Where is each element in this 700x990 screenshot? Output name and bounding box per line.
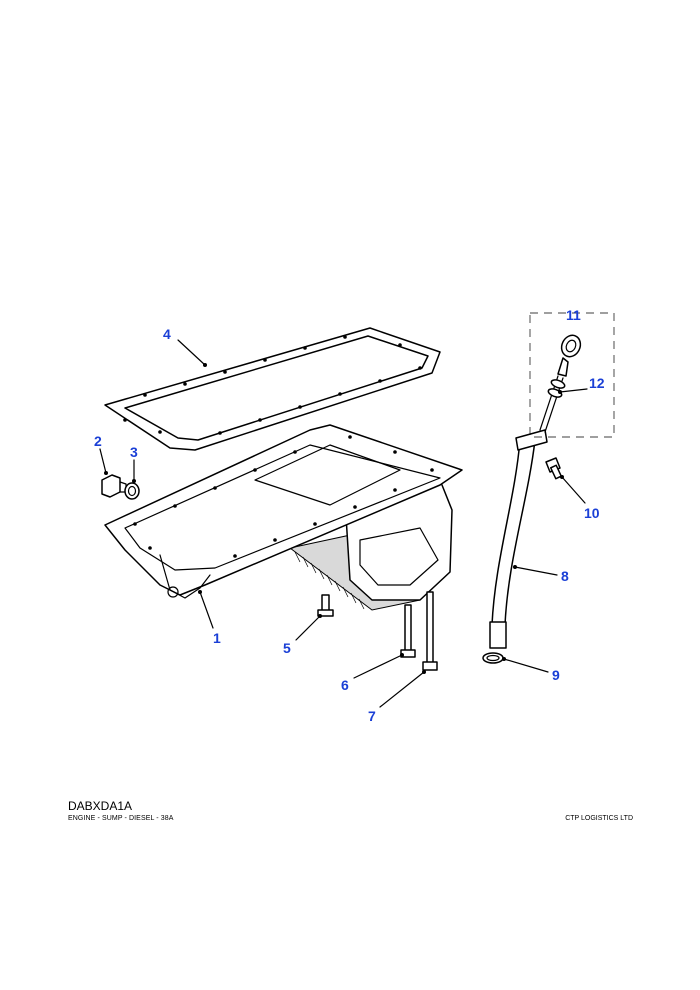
callout-8: 8	[561, 568, 569, 584]
diagram-description: ENGINE - SUMP - DIESEL - 38A	[68, 815, 174, 822]
callout-5: 5	[283, 640, 291, 656]
diagram-code: DABXDA1A	[68, 799, 133, 813]
callout-3: 3	[130, 444, 138, 460]
dipstick-tube	[489, 429, 548, 649]
tube-bolt	[545, 457, 563, 480]
short-bolt	[317, 594, 334, 617]
dipstick-group-box	[529, 312, 615, 438]
dipstick-seal	[547, 379, 566, 398]
sump-pan	[104, 424, 463, 611]
long-bolt	[400, 604, 416, 658]
company-name: CTP LOGISTICS LTD	[565, 815, 633, 822]
callout-11: 11	[566, 307, 581, 323]
callout-4: 4	[163, 326, 171, 342]
callout-6: 6	[341, 677, 349, 693]
longer-bolt	[422, 591, 438, 671]
drain-washer	[124, 482, 140, 500]
leader-lines	[99, 339, 588, 708]
callout-7: 7	[368, 708, 376, 724]
callout-10: 10	[584, 505, 600, 521]
o-ring	[482, 652, 504, 664]
callout-12: 12	[589, 375, 605, 391]
drain-plug	[101, 474, 127, 498]
callout-2: 2	[94, 433, 102, 449]
sump-gasket	[104, 327, 441, 451]
callout-1: 1	[213, 630, 221, 646]
callout-9: 9	[552, 667, 560, 683]
